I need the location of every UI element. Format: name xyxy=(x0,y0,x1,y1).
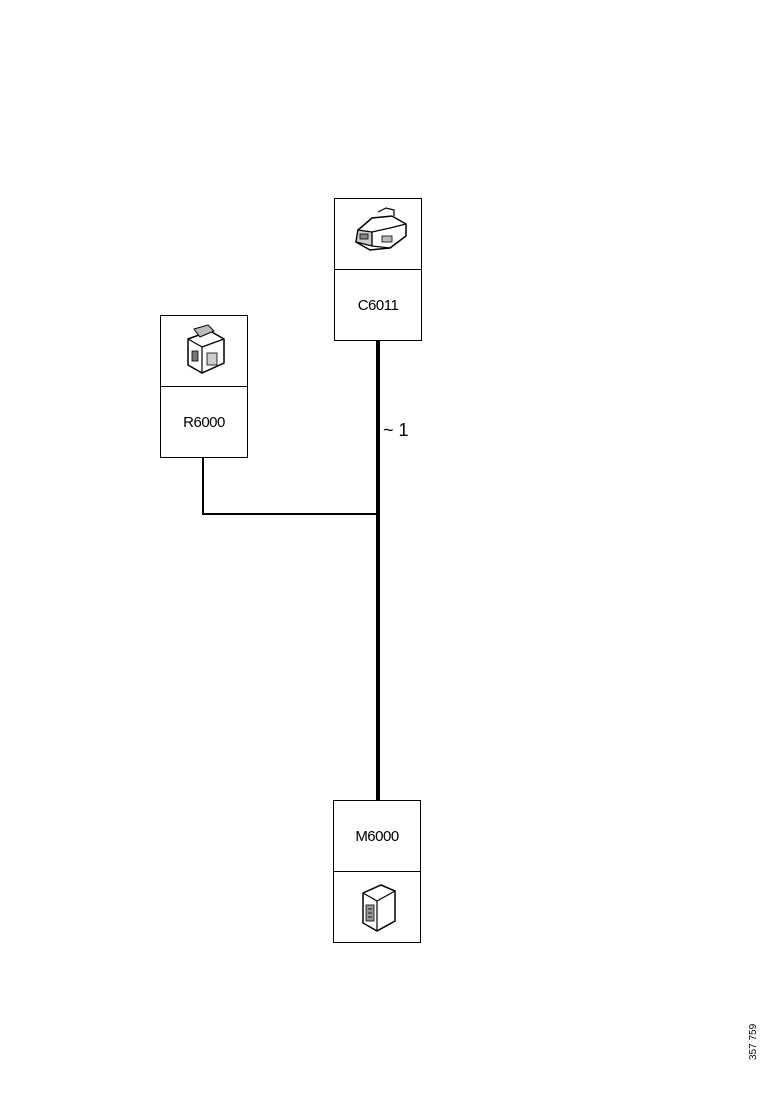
branch-wire-vertical xyxy=(202,457,204,515)
wire-label-number: 1 xyxy=(398,420,409,440)
component-m6000: M6000 xyxy=(333,800,421,943)
component-label: R6000 xyxy=(183,413,225,431)
component-label: C6011 xyxy=(357,296,399,314)
component-label: M6000 xyxy=(355,827,399,845)
component-r6000: R6000 xyxy=(160,315,248,458)
wire-label-tilde: ~ xyxy=(383,420,399,440)
wire-label: ~ 1 xyxy=(383,420,409,441)
document-reference: 357 759 xyxy=(748,1023,759,1060)
main-wire xyxy=(376,340,380,800)
component-c6011: C6011 xyxy=(334,198,422,341)
module-icon xyxy=(334,872,420,942)
component-divider xyxy=(335,269,421,270)
relay-icon xyxy=(161,316,247,386)
component-divider xyxy=(161,386,247,387)
connector-icon xyxy=(335,199,421,269)
branch-wire-horizontal xyxy=(202,513,378,515)
component-divider xyxy=(334,871,420,872)
